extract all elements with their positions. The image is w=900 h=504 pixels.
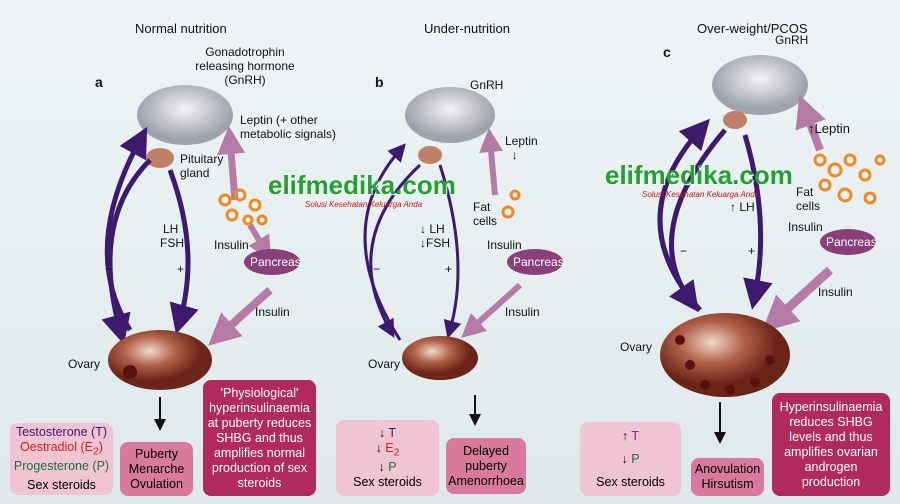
watermark-tagline: Solusi Kesehatan Keluarga Anda: [305, 200, 423, 209]
oestradiol: ↓ E2: [375, 440, 400, 459]
fat-label: Fat cells: [796, 185, 821, 213]
sex-steroids-box: ↑ T ↓ P Sex steroids: [580, 422, 681, 496]
plus-sign: +: [445, 262, 453, 276]
leptin-label: Leptin (+ other metabolic signals): [240, 113, 337, 141]
gnrh-label: Gonadotrophin releasing hormone (GnRH): [195, 45, 295, 87]
sex-steroids-label: Sex steroids: [596, 474, 665, 489]
watermark: elifmedika.com: [268, 170, 456, 200]
panel-c-title: Over-weight/PCOS: [697, 21, 808, 36]
panel-b-graphics: [363, 87, 563, 426]
panel-a-graphics: [101, 85, 300, 431]
minus-sign: −: [105, 262, 113, 276]
gnrh-label: GnRH: [470, 78, 504, 92]
fsh-label: ↓FSH: [420, 236, 450, 250]
insulin-label: Insulin: [505, 305, 540, 319]
watermark-tagline: Solusi Kesehatan Keluarga Anda: [642, 190, 760, 199]
pancreas-label: Pancreas: [250, 255, 301, 269]
oestradiol: Oestradiol (E2): [20, 439, 103, 458]
fat-label: Fat cells: [473, 200, 498, 228]
ovary-label: Ovary: [68, 357, 101, 371]
note-box: Hyperinsulinaemia reduces SHBG levels an…: [772, 393, 890, 496]
insulin-label: Insulin: [487, 238, 522, 252]
testosterone: ↑ T: [621, 428, 640, 443]
panel-c-graphics: [657, 55, 886, 444]
note-box: 'Physiological' hyperinsulinaemia at pub…: [203, 380, 316, 496]
gnrh-label: GnRH: [775, 33, 809, 47]
minus-sign: −: [373, 262, 381, 276]
pituitary-label: Pituitary gland: [180, 152, 224, 180]
ovary-label: Ovary: [368, 357, 401, 371]
testosterone: ↓ T: [378, 425, 397, 440]
watermark: elifmedika.com: [605, 160, 793, 190]
ovary: [108, 330, 212, 390]
sex-steroids-box: Testosterone (T) Oestradiol (E2) Progest…: [10, 423, 113, 495]
pancreas: [244, 249, 300, 275]
insulin-label: Insulin: [818, 285, 853, 299]
sex-steroids-label: Sex steroids: [27, 478, 96, 493]
panel-a-letter: a: [95, 74, 103, 90]
pituitary: [146, 148, 174, 168]
panel-b-title: Under-nutrition: [424, 21, 510, 36]
progesterone: ↓ P: [621, 451, 640, 466]
pancreas-label: Pancreas: [826, 235, 877, 249]
lh-label: LH: [163, 222, 179, 236]
insulin-label: Insulin: [214, 238, 249, 252]
ovary-label: Ovary: [620, 340, 653, 354]
fsh-label: FSH: [160, 236, 184, 250]
plus-sign: +: [748, 244, 756, 258]
panel-c-letter: c: [663, 44, 671, 60]
sex-steroids-label: Sex steroids: [353, 475, 422, 490]
leptin-label: Leptin ↓: [505, 134, 538, 162]
panel-b-letter: b: [375, 74, 384, 90]
brain: [137, 85, 233, 145]
pancreas-label: Pancreas: [513, 255, 564, 269]
lh-label: ↓ LH: [420, 222, 445, 236]
insulin-label: Insulin: [788, 220, 823, 234]
plus-sign: +: [177, 262, 185, 276]
progesterone: Progesterone (P): [13, 459, 110, 474]
lh-label: ↑ LH: [730, 200, 755, 214]
panel-a-title: Normal nutrition: [135, 21, 227, 36]
leptin-label: ↑Leptin: [808, 121, 850, 136]
minus-sign: −: [680, 244, 688, 258]
progesterone: ↓ P: [378, 460, 397, 475]
testosterone: Testosterone (T): [15, 424, 107, 439]
sex-steroids-box: ↓ T ↓ E2 ↓ P Sex steroids: [336, 420, 439, 496]
insulin-label: Insulin: [255, 305, 290, 319]
